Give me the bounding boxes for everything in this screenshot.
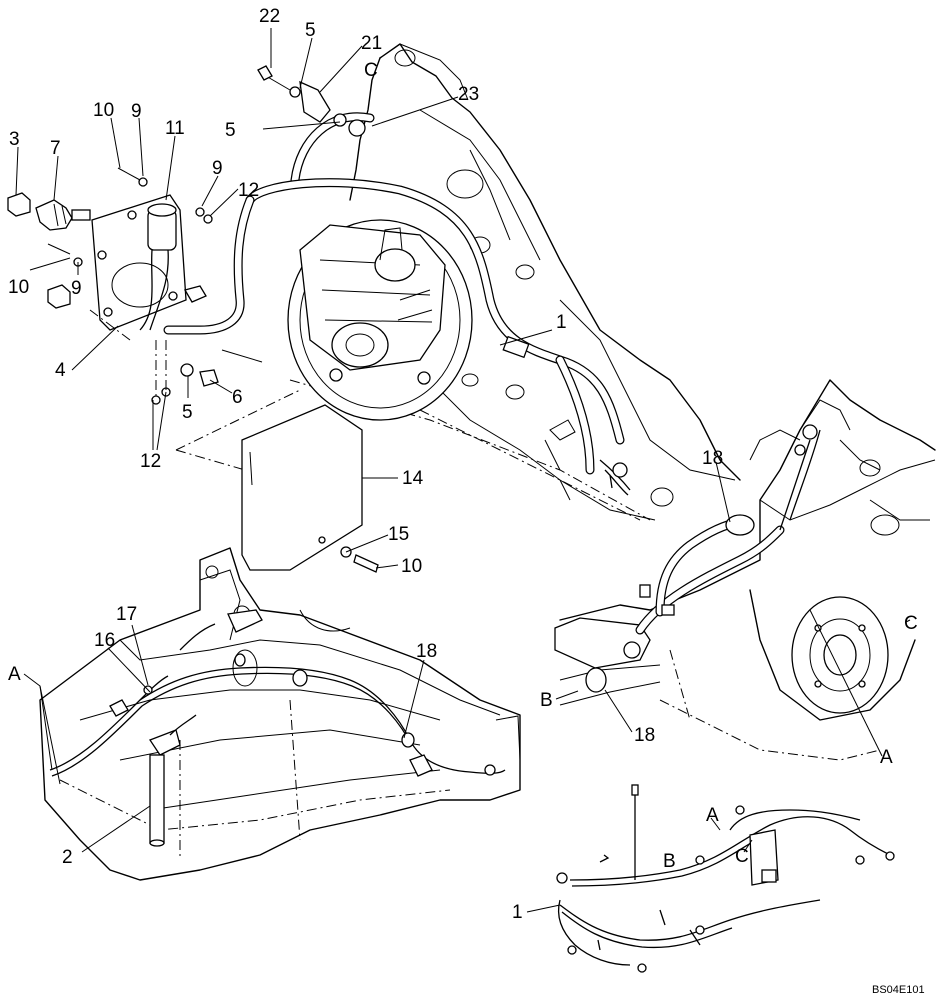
ref-letter-a: A — [880, 747, 893, 768]
engine-block — [289, 43, 741, 521]
callout-9: 9 — [212, 158, 223, 179]
callout-1: 1 — [556, 312, 567, 333]
callout-10: 10 — [8, 277, 29, 298]
callout-10: 10 — [93, 100, 114, 121]
frame-harness — [49, 623, 506, 777]
callout-21: 21 — [361, 33, 382, 54]
callout-12: 12 — [238, 180, 259, 201]
callout-17: 17 — [116, 604, 137, 625]
callout-5: 5 — [225, 120, 236, 141]
panel-dashed-lines — [89, 309, 301, 471]
callout-3: 3 — [9, 129, 20, 150]
callout-15: 15 — [388, 524, 409, 545]
callout-5: 5 — [182, 402, 193, 423]
callout-18: 18 — [702, 448, 723, 469]
callout-9: 9 — [131, 101, 142, 122]
chassis-frame — [39, 547, 521, 881]
harness-overview — [556, 784, 895, 973]
small-fasteners — [47, 65, 366, 405]
ref-letter-b: B — [540, 690, 553, 711]
callout-6: 6 — [232, 387, 243, 408]
callout-11: 11 — [165, 118, 185, 139]
reference-letters: C A C B A A B C — [8, 60, 918, 872]
callout-14: 14 — [402, 468, 424, 489]
callout-23: 23 — [458, 84, 479, 105]
callout-22: 22 — [259, 6, 280, 27]
callout-7: 7 — [50, 138, 61, 159]
key-switch-parts — [7, 192, 91, 309]
callout-1: 1 — [512, 902, 523, 923]
housing-harness — [635, 424, 821, 635]
fuel-sender — [149, 714, 197, 847]
ref-letter-b: B — [663, 851, 676, 872]
callout-2: 2 — [62, 847, 73, 868]
cover-plate — [241, 404, 379, 573]
ref-letter-a: A — [8, 664, 21, 685]
main-harness-engine — [163, 112, 631, 496]
callout-5: 5 — [305, 20, 316, 41]
callout-12: 12 — [140, 451, 161, 472]
ref-letter-c: C — [364, 60, 378, 81]
flywheel-housing — [554, 379, 936, 761]
relay-solenoid — [139, 203, 177, 331]
callout-16: 16 — [94, 630, 115, 651]
leader-lines — [15, 28, 911, 913]
callout-4: 4 — [55, 360, 66, 381]
drawing-code: BS04E101 — [872, 984, 925, 996]
callout-9: 9 — [71, 278, 82, 299]
ref-letter-c: C — [735, 846, 749, 867]
ref-letter-a: A — [706, 805, 719, 826]
callout-18: 18 — [416, 641, 437, 662]
ref-letter-c: C — [904, 613, 918, 634]
callout-18: 18 — [634, 725, 655, 746]
callout-10: 10 — [401, 556, 422, 577]
callout-numbers: 22 5 21 23 5 10 9 11 3 7 9 12 10 9 4 1 5… — [8, 6, 723, 923]
starter-motor — [287, 219, 473, 421]
